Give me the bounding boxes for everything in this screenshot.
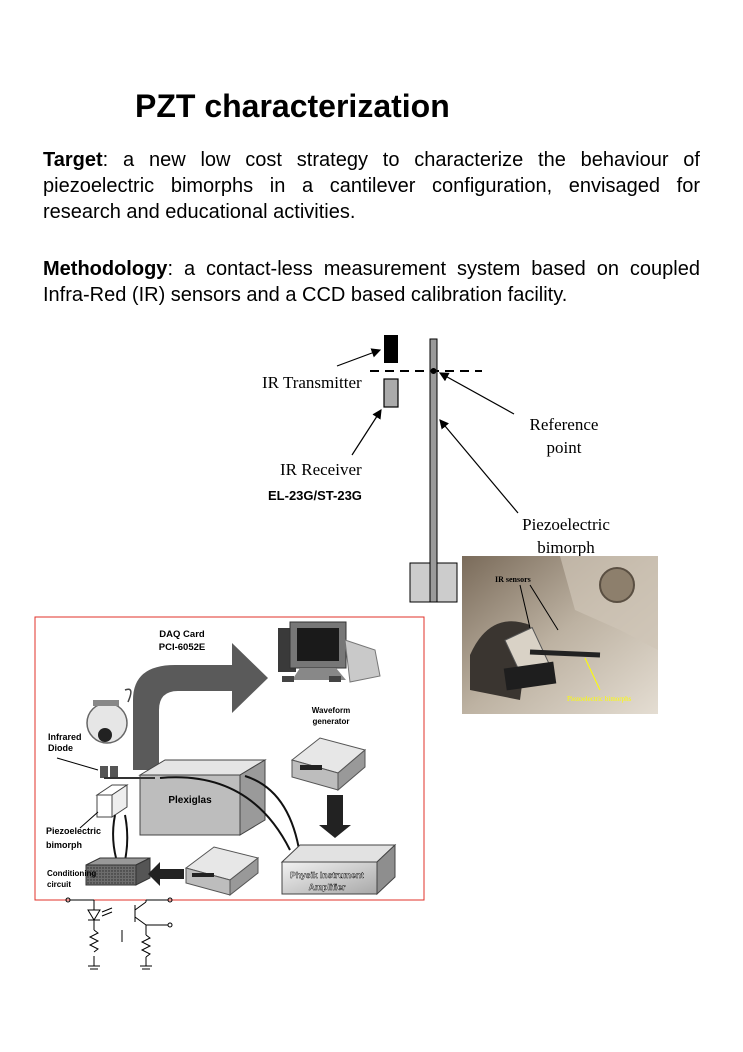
target-text: : a new low cost strategy to characteriz… bbox=[43, 149, 700, 223]
setup-piezo-label-2: bimorph bbox=[46, 840, 82, 850]
methodology-text: : a contact-less measurement system base… bbox=[43, 258, 700, 306]
ir-transmitter-block bbox=[384, 335, 398, 363]
page-title: PZT characterization bbox=[135, 88, 450, 124]
waveform-label-1: Waveform bbox=[312, 706, 350, 715]
waveform-generator-icon bbox=[290, 737, 367, 792]
waveform-label-2: generator bbox=[313, 717, 350, 726]
daq-arrow bbox=[133, 643, 268, 770]
camera-icon bbox=[86, 688, 132, 744]
methodology-label: Methodology bbox=[43, 258, 168, 280]
reference-point-dot bbox=[430, 368, 437, 374]
cantilever-schematic: IR Transmitter Reference point IR Receiv… bbox=[262, 335, 610, 603]
clamp-left bbox=[409, 562, 431, 603]
methodology-paragraph: Methodology: a contact-less measurement … bbox=[43, 256, 700, 308]
ir-receiver-label: IR Receiver bbox=[280, 460, 362, 479]
setup-diagram: DAQ Card PCI-6052E Waveform generator In… bbox=[34, 616, 425, 901]
infrared-label-2: Diode bbox=[48, 743, 73, 753]
ir-receiver-block bbox=[383, 378, 399, 408]
down-arrow-shaft bbox=[327, 795, 343, 825]
oscilloscope-icon bbox=[184, 846, 260, 897]
sensor-model-label: EL-23G/ST-23G bbox=[268, 488, 362, 503]
conditioning-label-1: Conditioning bbox=[47, 869, 96, 878]
arrow-transmitter bbox=[336, 348, 382, 367]
target-label: Target bbox=[43, 149, 103, 171]
sensor-photo: IR sensors Piezoelectric bimorphs bbox=[462, 556, 658, 714]
down-arrow-head bbox=[319, 825, 351, 838]
piezo-label-1: Piezoelectric bbox=[522, 515, 610, 534]
photo-piezo-label: Piezoelectric bimorphs bbox=[567, 695, 632, 703]
target-paragraph: Target: a new low cost strategy to chara… bbox=[43, 147, 700, 225]
left-arrow-head bbox=[148, 862, 160, 886]
setup-piezo-label-1: Piezoelectric bbox=[46, 826, 101, 836]
plexiglas-box bbox=[138, 759, 267, 836]
conditioning-label-2: circuit bbox=[47, 880, 71, 889]
reference-label-2: point bbox=[547, 438, 582, 457]
amplifier-label-1: Physik Instrument bbox=[290, 870, 364, 880]
piezo-bimorph-beam bbox=[429, 338, 438, 603]
amplifier-label-2: Amplifier bbox=[309, 882, 347, 892]
photo-bimorph bbox=[529, 649, 601, 658]
plexiglas-label: Plexiglas bbox=[168, 795, 212, 806]
infrared-label-1: Infrared bbox=[48, 732, 82, 742]
piezo-label-2: bimorph bbox=[537, 538, 595, 557]
computer-icon bbox=[278, 621, 381, 683]
arrow-receiver bbox=[351, 408, 382, 456]
amplifier-box bbox=[280, 843, 397, 896]
sensor-base bbox=[503, 661, 557, 691]
arrow-reference bbox=[438, 372, 515, 415]
daq-label-1: DAQ Card bbox=[159, 629, 205, 640]
arrow-piezo bbox=[439, 419, 519, 514]
reference-label-1: Reference bbox=[530, 415, 599, 434]
ir-sensors-label: IR sensors bbox=[495, 575, 531, 584]
daq-label-2: PCI-6052E bbox=[159, 642, 205, 653]
clamp-right bbox=[436, 562, 458, 603]
screw-icon bbox=[599, 567, 635, 603]
ir-transmitter-label: IR Transmitter bbox=[262, 373, 362, 392]
setup-frame bbox=[34, 616, 425, 901]
circuit-schematic bbox=[65, 897, 173, 970]
infrared-pointer bbox=[56, 757, 99, 771]
piezo-pointer bbox=[79, 811, 99, 829]
